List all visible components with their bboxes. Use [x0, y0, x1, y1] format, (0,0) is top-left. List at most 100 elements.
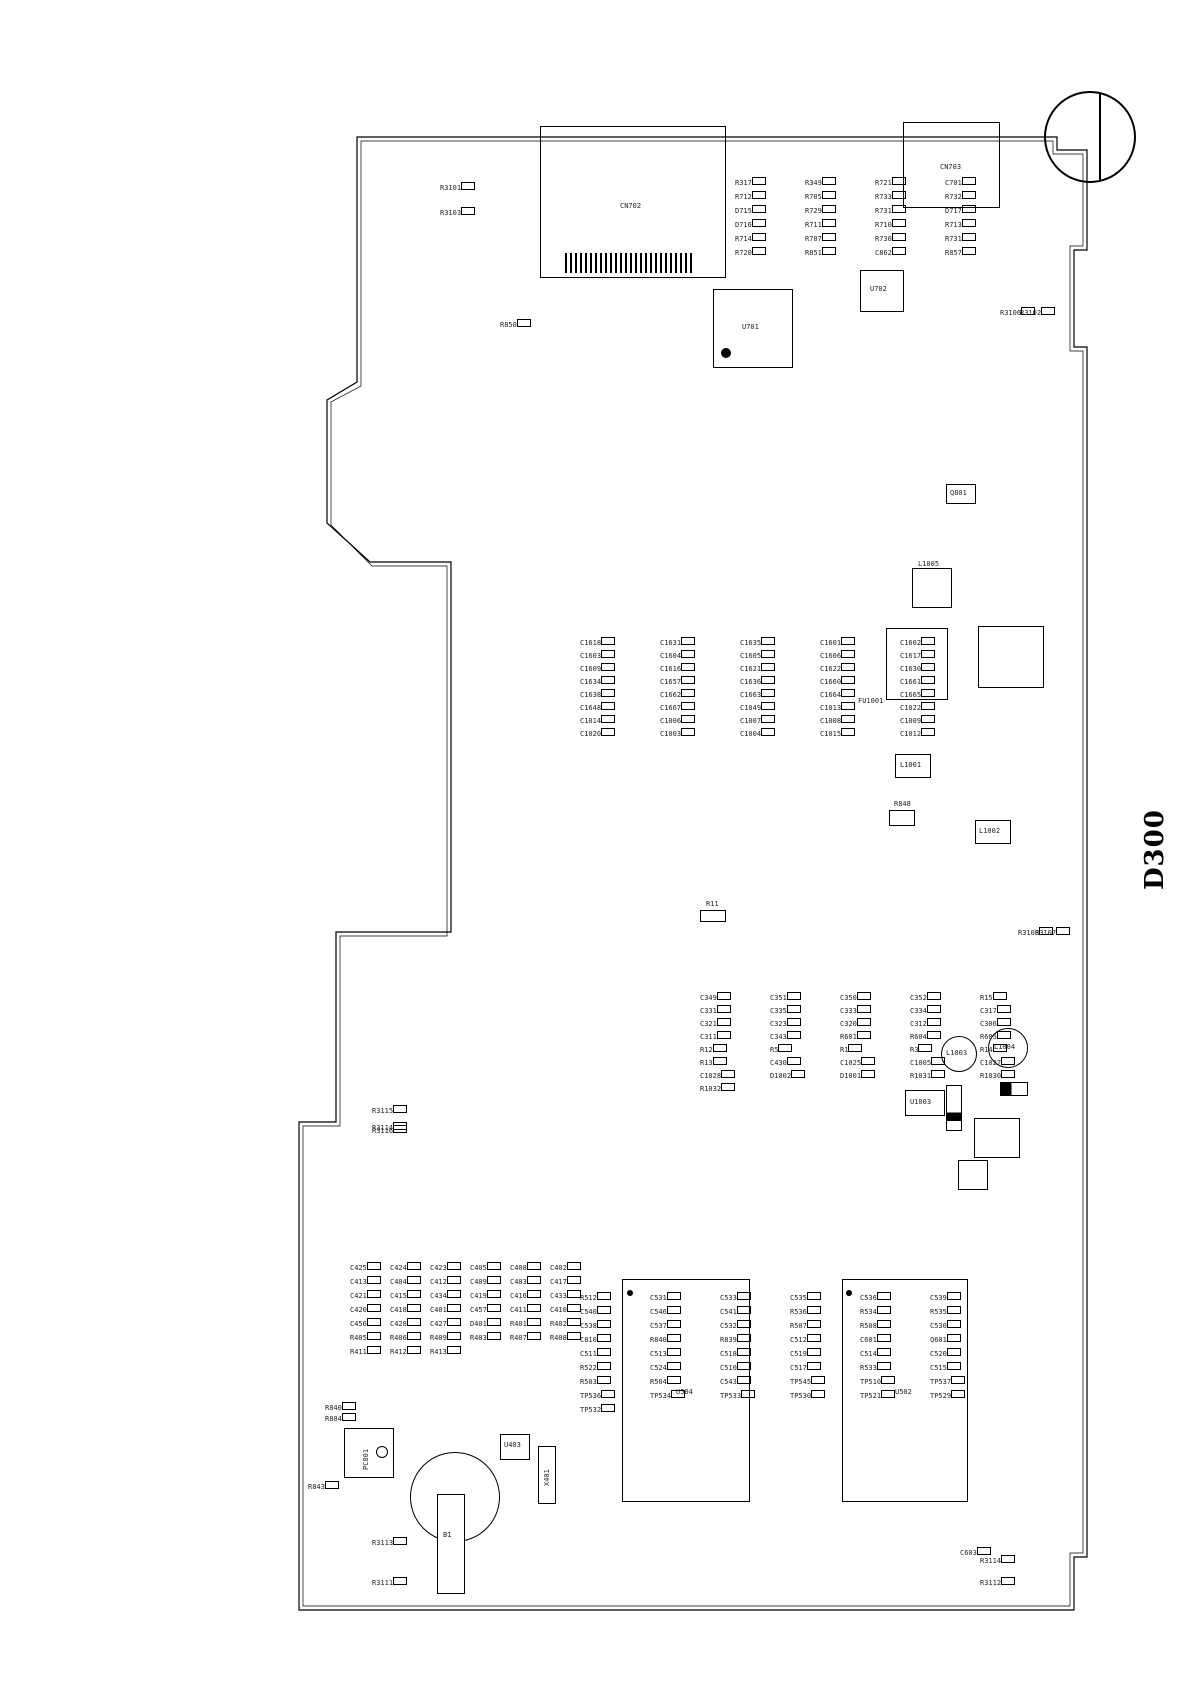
component-designator: TP532: [580, 1406, 602, 1414]
component-pad: [996, 1017, 1011, 1026]
component-label: R504: [650, 1369, 683, 1388]
component-label: C539: [930, 1285, 963, 1304]
component-designator: C1601: [820, 639, 842, 647]
component-pad: [681, 701, 696, 710]
inductor-l1004: [988, 1028, 1028, 1068]
component-pad: [996, 1004, 1011, 1013]
component-pad: [751, 204, 766, 213]
component-designator: C351: [770, 994, 787, 1002]
component-label: C1606: [820, 643, 857, 662]
component-label: C335: [770, 998, 803, 1017]
component-pad: [992, 991, 1007, 1000]
component-label: C537: [650, 1313, 683, 1332]
component-designator: C535: [790, 1294, 807, 1302]
component-label: C430: [770, 1050, 803, 1069]
component-designator: C1622: [820, 665, 842, 673]
component-label: D716: [735, 212, 768, 231]
ic-u701: [713, 289, 793, 368]
crystal-x401: [538, 1446, 556, 1504]
component-pad: [821, 204, 836, 213]
component-pad: [946, 1291, 961, 1300]
component-designator: R843: [308, 1483, 325, 1491]
component-designator: C603: [960, 1549, 977, 1557]
component-label: C1665: [900, 682, 937, 701]
component-label: C1636: [740, 669, 777, 688]
component-pad: [876, 1305, 891, 1314]
component-pad: [876, 1333, 891, 1342]
component-pad: [736, 1333, 751, 1342]
component-designator: C1617: [900, 652, 922, 660]
component-label: R1: [840, 1037, 864, 1056]
component-label: R413: [430, 1339, 463, 1358]
component-designator: C424: [390, 1264, 407, 1272]
component-designator: R711: [805, 221, 822, 229]
component-label: R507: [790, 1313, 823, 1332]
component-label: C434: [430, 1283, 463, 1302]
component-pad: [848, 1043, 863, 1052]
component-designator: C425: [350, 1264, 367, 1272]
component-label: R604: [910, 1024, 943, 1043]
component-designator: R705: [805, 193, 822, 201]
component-label: C533: [720, 1285, 753, 1304]
component-designator: R3101: [440, 184, 462, 192]
component-designator: R731: [945, 235, 962, 243]
component-label: C1605: [740, 643, 777, 662]
component-label: C1634: [580, 669, 617, 688]
component-designator: C538: [580, 1322, 597, 1330]
component-designator: R1030: [980, 1072, 1002, 1080]
ic-u1001-box: [886, 628, 948, 700]
component-label: C411: [510, 1297, 543, 1316]
component-label: R534: [860, 1299, 893, 1318]
component-designator: C312: [910, 1020, 927, 1028]
component-designator: R507: [790, 1322, 807, 1330]
component-designator: R3113: [372, 1539, 394, 1547]
component-pad: [681, 688, 696, 697]
component-pad: [596, 1361, 611, 1370]
component-designator: R407: [510, 1334, 527, 1342]
component-label: C1622: [820, 656, 857, 675]
component-designator: C1635: [740, 639, 762, 647]
component-designator: C306: [980, 1020, 997, 1028]
component-designator: R13: [700, 1059, 713, 1067]
component-label: C423: [430, 1255, 463, 1274]
component-designator: C427: [430, 1320, 447, 1328]
component-label: R707: [805, 226, 838, 245]
component-label: C351: [770, 985, 803, 1004]
component-pad: [526, 1275, 541, 1284]
component-pad: [946, 1305, 961, 1314]
component-label: R508: [860, 1313, 893, 1332]
component-label: C428: [390, 1311, 423, 1330]
component-pad: [596, 1347, 611, 1356]
ic-q801: [946, 484, 976, 504]
component-pad: [841, 636, 856, 645]
component-designator: R3108: [1018, 929, 1040, 937]
component-pad: [736, 1361, 751, 1370]
ic-u502: [842, 1279, 968, 1502]
component-pad: [736, 1319, 751, 1328]
component-pad: [841, 727, 856, 736]
component-label: D1001: [840, 1063, 877, 1082]
component-pad: [761, 701, 776, 710]
label-x401: X401: [543, 1469, 551, 1486]
component-label: C403: [510, 1269, 543, 1288]
component-label: C402: [550, 1255, 583, 1274]
component-pad: [921, 688, 936, 697]
component-label: R840: [650, 1327, 683, 1346]
component-designator: C457: [470, 1306, 487, 1314]
component-label: C1609: [580, 656, 617, 675]
component-pad: [921, 636, 936, 645]
component-label: C408: [510, 1255, 543, 1274]
component-designator: C1602: [900, 639, 922, 647]
inductor-l1002: [975, 820, 1011, 844]
component-designator: R402: [550, 1320, 567, 1328]
component-label: C538: [580, 1313, 613, 1332]
component-label: C1630: [900, 656, 937, 675]
component-label: C427: [430, 1311, 463, 1330]
component-label: C1049: [740, 695, 777, 714]
component-pad: [681, 636, 696, 645]
component-pad: [486, 1331, 501, 1340]
component-designator: R508: [860, 1322, 877, 1330]
component-designator: C405: [470, 1264, 487, 1272]
resistor-r11: [700, 910, 726, 922]
